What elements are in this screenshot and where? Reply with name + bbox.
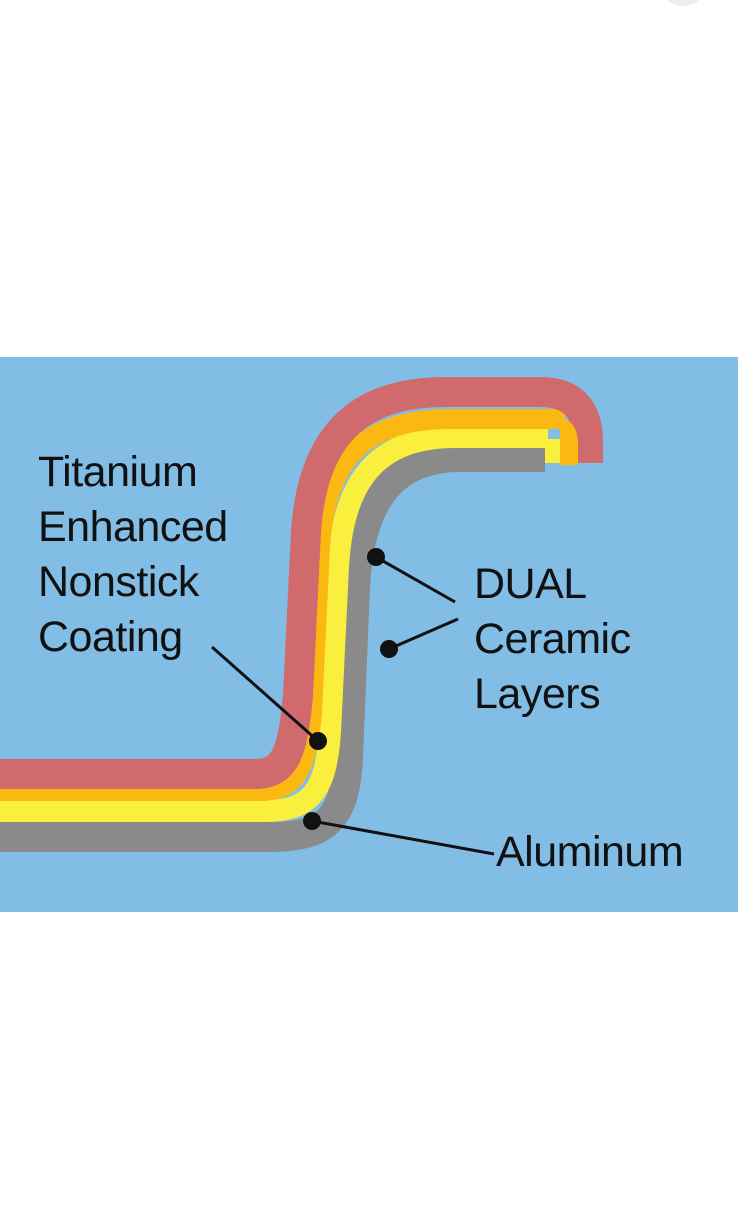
cookware-layer-diagram: Titanium Enhanced Nonstick Coating DUAL … (0, 357, 738, 912)
ceramic-label-line1: DUAL (474, 560, 587, 608)
top-edge-fragment (666, 0, 700, 6)
coating-leader-line (211, 645, 319, 743)
ceramic-leader-line-2 (388, 617, 459, 651)
coating-label-line1: Titanium (38, 448, 198, 496)
coating-label-line3: Nonstick (38, 558, 199, 606)
aluminum-label-line1: Aluminum (496, 828, 684, 876)
coating-label-line4: Coating (38, 613, 183, 661)
layer-cross-section (0, 377, 603, 856)
ceramic-outer-layer (0, 409, 565, 801)
aluminum-label: Aluminum (496, 825, 684, 880)
coating-label: Titanium Enhanced Nonstick Coating (38, 445, 228, 665)
ceramic-label-line2: Ceramic (474, 615, 631, 663)
aluminum-leader-line (311, 819, 495, 856)
ceramic-dot-2 (380, 640, 398, 658)
ceramic-label-line3: Layers (474, 670, 601, 718)
aluminum-dot (303, 812, 321, 830)
ceramic-dot-1 (367, 548, 385, 566)
coating-dot (309, 732, 327, 750)
ceramic-leader-line-1 (375, 555, 456, 604)
aluminum-layer (0, 442, 545, 852)
ceramic-inner-layer (0, 426, 548, 822)
ceramic-label: DUAL Ceramic Layers (474, 557, 631, 722)
coating-label-line2: Enhanced (38, 503, 228, 551)
nonstick-layer (0, 377, 603, 789)
rim-curl-orange (560, 419, 578, 465)
rim-curl (545, 439, 560, 463)
